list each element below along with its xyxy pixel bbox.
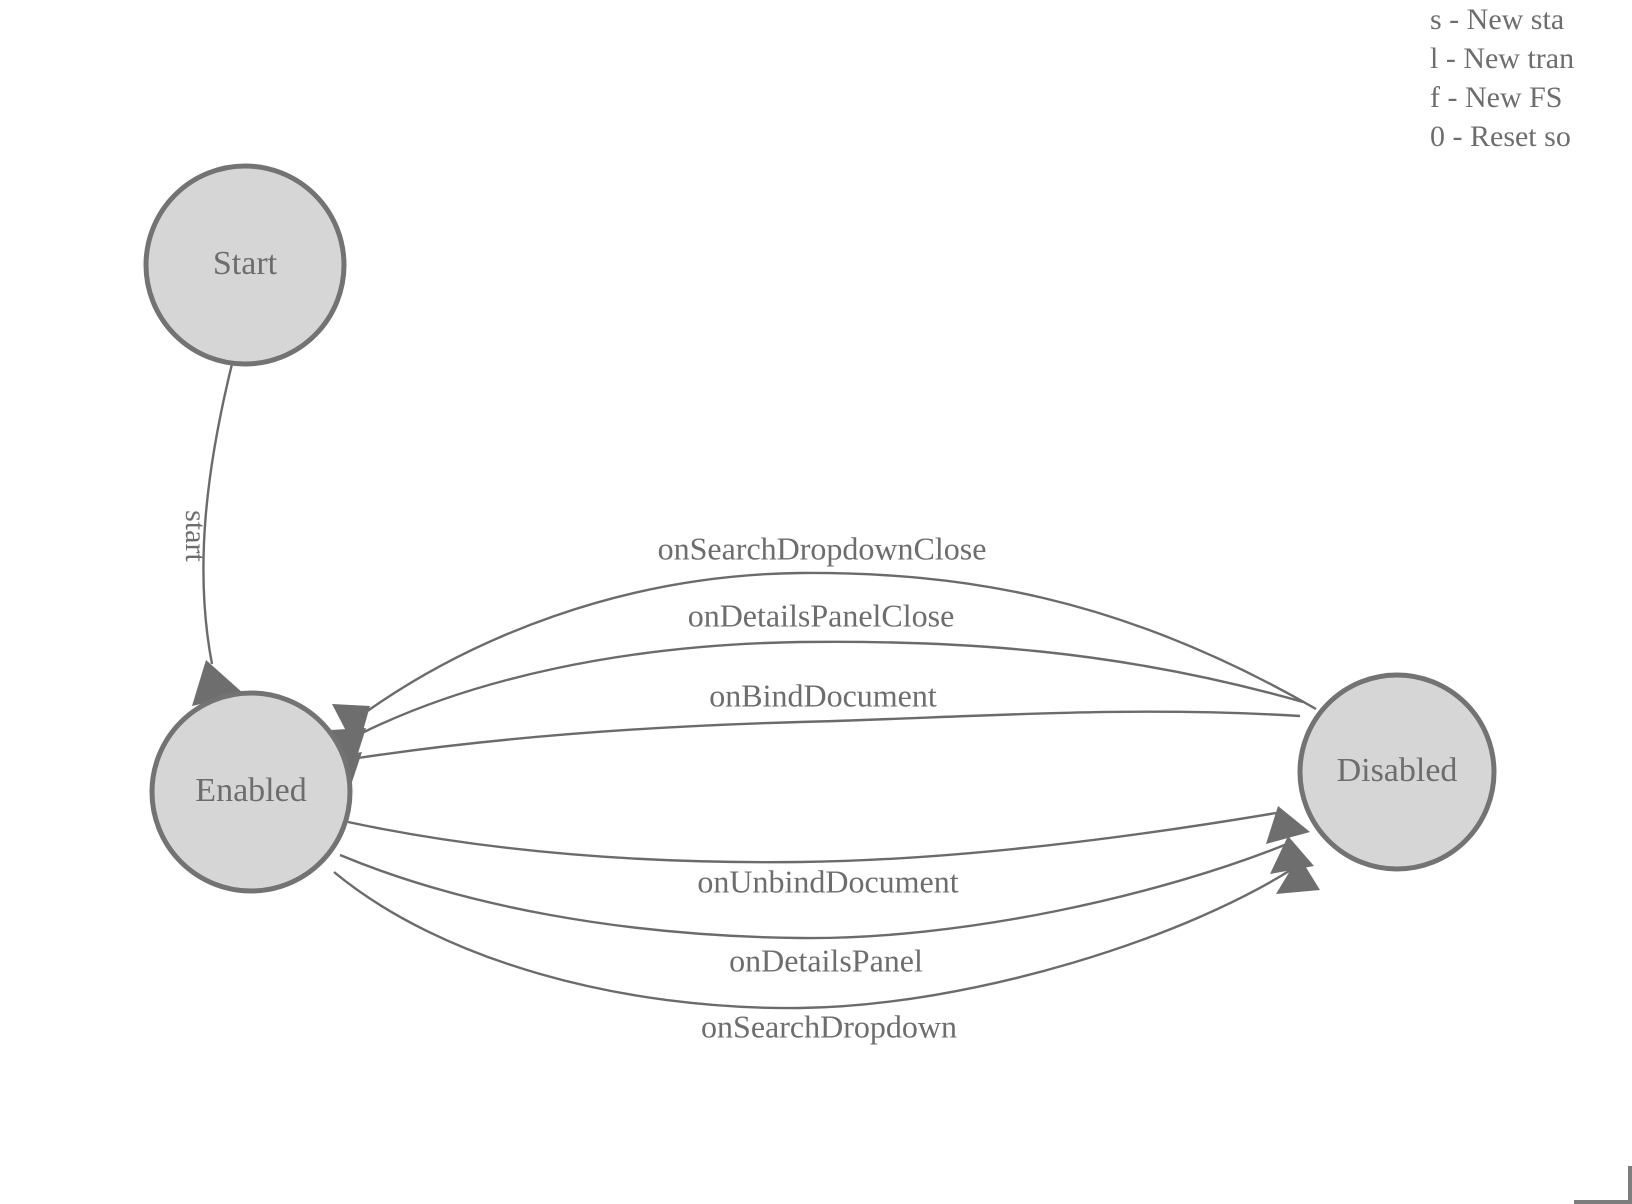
state-label-disabled: Disabled: [1337, 752, 1458, 789]
transition-label-onunbinddocument: onUnbindDocument: [697, 863, 958, 899]
transition-label-onsearchdropdownclose: onSearchDropdownClose: [658, 530, 987, 566]
state-circle-start: [143, 163, 347, 367]
state-node-enabled[interactable]: Enabled: [149, 690, 353, 894]
transition-label-ondetailspanelclose: onDetailsPanelClose: [688, 597, 955, 633]
transition-label-onsearchdropdown: onSearchDropdown: [701, 1008, 957, 1044]
legend-row-new-transition: l - New tran: [1430, 42, 1575, 75]
transition-onunbinddocument-arrowhead: [1266, 806, 1310, 844]
transition-onbinddocument-path: [357, 710, 1301, 760]
keyboard-shortcut-legend: s - New sta l - New tran f - New FS 0 - …: [1430, 0, 1632, 156]
panel-corner-mark: [1574, 1166, 1632, 1204]
transition-ondetailspanelclose-path: [361, 640, 1304, 735]
corner-horizontal-rule: [1574, 1200, 1632, 1204]
transition-onsearchdropdown-path: [333, 861, 1304, 1010]
corner-vertical-rule: [1628, 1166, 1632, 1204]
state-label-enabled: Enabled: [195, 772, 306, 809]
transition-onbinddocument[interactable]: [328, 710, 1301, 794]
state-node-disabled[interactable]: Disabled: [1297, 672, 1497, 872]
legend-row-new-state: s - New sta: [1430, 3, 1565, 36]
transition-onunbinddocument[interactable]: [347, 806, 1310, 864]
legend-row-reset: 0 - Reset so: [1430, 120, 1571, 153]
transition-onsearchdropdownclose-arrowhead: [332, 704, 370, 752]
legend-row-new-fsm: f - New FS: [1430, 81, 1563, 114]
transition-onsearchdropdown[interactable]: [333, 856, 1320, 1010]
state-circle-enabled: [149, 690, 353, 894]
state-node-start[interactable]: Start: [143, 163, 347, 367]
transition-start-path: [202, 363, 234, 665]
transition-label-start: start: [179, 510, 212, 562]
transition-label-onbinddocument: onBindDocument: [709, 677, 937, 713]
transition-ondetailspanelclose[interactable]: [330, 640, 1304, 772]
transition-ondetailspanelclose-arrowhead: [330, 728, 366, 772]
transition-onsearchdropdown-arrowhead: [1276, 856, 1320, 894]
transition-onunbinddocument-path: [347, 810, 1283, 864]
transition-ondetailspanel-path: [339, 840, 1293, 940]
state-label-start: Start: [213, 245, 278, 282]
transition-label-ondetailspanel: onDetailsPanel: [729, 942, 923, 978]
transition-onsearchdropdownclose[interactable]: [332, 571, 1317, 752]
state-circle-disabled: [1297, 672, 1497, 872]
transition-onsearchdropdownclose-path: [365, 571, 1317, 713]
